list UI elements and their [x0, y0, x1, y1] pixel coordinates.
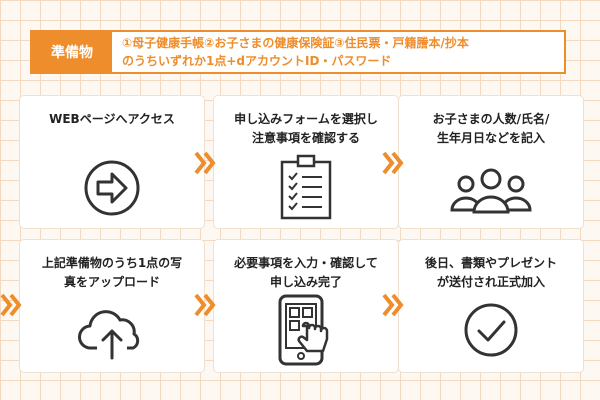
requirements-line-2: のうちいずれか1点+dアカウントID・パスワード: [122, 54, 392, 68]
step-5-line-2: 申し込み完了: [269, 275, 342, 289]
step-2-line-2: 注意事項を確認する: [251, 131, 360, 145]
flow-arrow-2: [382, 151, 404, 175]
step-card-3: お子さまの人数/氏名/ 生年月日などを記入: [399, 96, 583, 228]
flow-arrow-4: [194, 293, 216, 317]
people-icon: [450, 168, 532, 214]
step-3-title: お子さまの人数/氏名/ 生年月日などを記入: [405, 110, 577, 148]
step-card-2: 申し込みフォームを選択し 注意事項を確認する: [214, 96, 398, 228]
step-5-line-1: 必要事項を入力・確認して: [234, 256, 378, 270]
step-2-line-1: 申し込みフォームを選択し: [234, 112, 378, 126]
step-1-line-1: WEBページへアクセス: [49, 112, 175, 126]
step-card-6: 後日、書類やプレゼント が送付され正式加入: [399, 240, 583, 372]
smartphone-tap-icon: [278, 294, 329, 366]
cloud-upload-icon: [78, 310, 140, 360]
step-4-line-2: 真をアップロード: [63, 275, 160, 289]
step-4-line-1: 上記準備物のうち1点の写: [41, 256, 183, 270]
requirements-banner: 準備物 ①母子健康手帳②お子さまの健康保険証③住民票・戸籍謄本/抄本 のうちいず…: [30, 30, 566, 74]
flow-arrow-1: [194, 151, 216, 175]
step-card-4: 上記準備物のうち1点の写 真をアップロード: [20, 240, 204, 372]
flow-arrow-3: [0, 293, 22, 317]
step-card-1: WEBページへアクセス: [20, 96, 204, 228]
step-card-5: 必要事項を入力・確認して 申し込み完了: [214, 240, 398, 372]
requirements-text: ①母子健康手帳②お子さまの健康保険証③住民票・戸籍謄本/抄本 のうちいずれか1点…: [112, 32, 564, 72]
step-1-title: WEBページへアクセス: [26, 110, 198, 129]
step-3-line-2: 生年月日などを記入: [436, 131, 545, 145]
requirements-label: 準備物: [32, 32, 112, 72]
arrow-circle-icon: [84, 160, 140, 216]
check-circle-icon: [464, 303, 518, 357]
step-4-title: 上記準備物のうち1点の写 真をアップロード: [26, 254, 198, 292]
step-3-line-1: お子さまの人数/氏名/: [432, 112, 550, 126]
step-6-line-2: が送付され正式加入: [436, 275, 545, 289]
flow-arrow-5: [382, 293, 404, 317]
step-5-title: 必要事項を入力・確認して 申し込み完了: [220, 254, 392, 292]
requirements-line-1: ①母子健康手帳②お子さまの健康保険証③住民票・戸籍謄本/抄本: [122, 36, 469, 50]
step-6-line-1: 後日、書類やプレゼント: [424, 256, 557, 270]
step-6-title: 後日、書類やプレゼント が送付され正式加入: [405, 254, 577, 292]
checklist-icon: [280, 154, 332, 220]
step-2-title: 申し込みフォームを選択し 注意事項を確認する: [220, 110, 392, 148]
